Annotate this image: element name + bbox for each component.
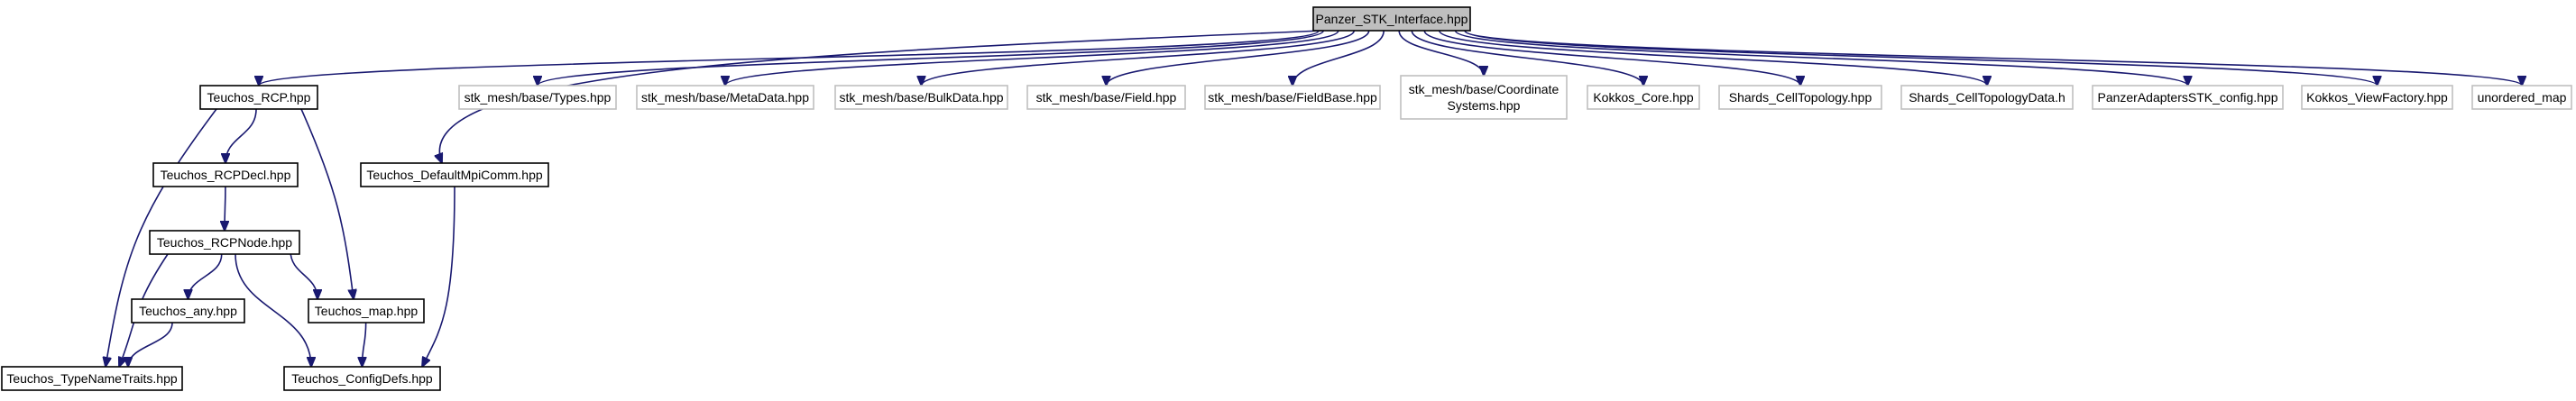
node-kokkoscore: Kokkos_Core.hpp (1587, 85, 1700, 110)
node-label-configdefs: Teuchos_ConfigDefs.hpp (291, 371, 433, 386)
node-box-stkconfig (2092, 85, 2284, 110)
node-celltopo: Shards_CellTopology.hpp (1718, 85, 1882, 110)
edge-rcp-to-typenametraits (106, 108, 217, 367)
edge-root-to-fieldbase (1293, 30, 1385, 86)
edge-rcpnode-to-any (189, 253, 223, 299)
node-box-rcp (199, 85, 318, 110)
node-box-configdefs (283, 366, 441, 391)
node-label-coordsys-line1: stk_mesh/base/Coordinate (1409, 82, 1559, 96)
edge-map-to-configdefs (363, 322, 366, 367)
node-label-stkconfig: PanzerAdaptersSTK_config.hpp (2097, 90, 2277, 105)
node-box-metadata (636, 85, 814, 110)
edge-rcpnode-to-map (290, 250, 317, 299)
node-box-any (131, 298, 245, 324)
node-box-types (458, 85, 617, 110)
node-label-metadata: stk_mesh/base/MetaData.hpp (641, 90, 809, 105)
node-rcpdecl[interactable]: Teuchos_RCPDecl.hpp (152, 162, 299, 187)
edge-root-to-metadata (725, 30, 1339, 86)
node-field: stk_mesh/base/Field.hpp (1026, 85, 1186, 110)
node-box-celltopodata (1900, 85, 2074, 110)
node-label-bulkdata: stk_mesh/base/BulkData.hpp (839, 90, 1003, 105)
node-box-map (308, 298, 425, 324)
edge-any-to-typenametraits (128, 322, 173, 367)
node-celltopodata: Shards_CellTopologyData.h (1900, 85, 2074, 110)
node-box-celltopo (1718, 85, 1882, 110)
node-typenametraits[interactable]: Teuchos_TypeNameTraits.hpp (1, 366, 183, 391)
node-label-typenametraits: Teuchos_TypeNameTraits.hpp (6, 371, 178, 386)
node-metadata: stk_mesh/base/MetaData.hpp (636, 85, 814, 110)
node-box-viewfactory (2301, 85, 2453, 110)
node-label-kokkoscore: Kokkos_Core.hpp (1593, 90, 1694, 105)
edge-rcp-to-rcpdecl (225, 108, 257, 163)
edge-root-to-celltopo (1423, 30, 1800, 86)
edge-root-to-coordsys (1398, 30, 1484, 76)
node-map[interactable]: Teuchos_map.hpp (308, 298, 425, 324)
node-types: stk_mesh/base/Types.hpp (458, 85, 617, 110)
node-label-fieldbase: stk_mesh/base/FieldBase.hpp (1208, 90, 1377, 105)
node-label-field: stk_mesh/base/Field.hpp (1036, 90, 1177, 105)
node-box-field (1026, 85, 1186, 110)
node-label-types: stk_mesh/base/Types.hpp (465, 90, 612, 105)
edge-root-to-bulkdata (922, 30, 1356, 86)
node-box-mpicomm (360, 162, 549, 187)
edges-layer (106, 30, 2522, 367)
node-label-coordsys-line2: Systems.hpp (1448, 98, 1521, 113)
node-label-rcpnode: Teuchos_RCPNode.hpp (157, 235, 292, 250)
node-viewfactory: Kokkos_ViewFactory.hpp (2301, 85, 2453, 110)
node-label-root: Panzer_STK_Interface.hpp (1316, 12, 1468, 26)
node-label-viewfactory: Kokkos_ViewFactory.hpp (2306, 90, 2448, 105)
edge-root-to-stkconfig (1454, 30, 2188, 86)
edge-root-to-mpicomm (439, 30, 1323, 163)
node-unorderedmap: unordered_map (2471, 85, 2572, 110)
node-rcpnode[interactable]: Teuchos_RCPNode.hpp (149, 230, 300, 255)
node-label-any: Teuchos_any.hpp (139, 304, 237, 318)
node-label-celltopodata: Shards_CellTopologyData.h (1909, 90, 2065, 105)
node-label-unorderedmap: unordered_map (2478, 90, 2567, 105)
edge-rcp-to-map (300, 108, 354, 299)
edge-root-to-rcp (259, 30, 1320, 86)
edge-rcpnode-to-configdefs (235, 253, 311, 367)
node-label-celltopo: Shards_CellTopology.hpp (1729, 90, 1872, 105)
node-label-rcp: Teuchos_RCP.hpp (207, 90, 311, 105)
node-box-kokkoscore (1587, 85, 1700, 110)
node-box-bulkdata (834, 85, 1008, 110)
node-box-rcpdecl (152, 162, 299, 187)
edge-root-to-kokkoscore (1411, 30, 1643, 86)
edge-root-to-types (538, 30, 1325, 86)
node-stkconfig: PanzerAdaptersSTK_config.hpp (2092, 85, 2284, 110)
node-rcp[interactable]: Teuchos_RCP.hpp (199, 85, 318, 110)
node-label-rcpdecl: Teuchos_RCPDecl.hpp (161, 168, 291, 182)
node-mpicomm[interactable]: Teuchos_DefaultMpiComm.hpp (360, 162, 549, 187)
node-label-mpicomm: Teuchos_DefaultMpiComm.hpp (366, 168, 543, 182)
node-fieldbase: stk_mesh/base/FieldBase.hpp (1204, 85, 1381, 110)
node-box-coordsys (1400, 75, 1568, 120)
edge-mpicomm-to-configdefs (422, 186, 455, 367)
node-box-unorderedmap (2471, 85, 2572, 110)
node-box-typenametraits (1, 366, 183, 391)
node-box-rcpnode (149, 230, 300, 255)
node-any[interactable]: Teuchos_any.hpp (131, 298, 245, 324)
node-bulkdata: stk_mesh/base/BulkData.hpp (834, 85, 1008, 110)
node-configdefs[interactable]: Teuchos_ConfigDefs.hpp (283, 366, 441, 391)
node-box-root (1312, 6, 1471, 32)
node-root: Panzer_STK_Interface.hpp (1312, 6, 1471, 32)
edge-root-to-celltopodata (1439, 30, 1987, 86)
edge-root-to-unorderedmap (1464, 30, 2522, 86)
node-label-map: Teuchos_map.hpp (315, 304, 419, 318)
edge-root-to-field (1107, 30, 1370, 86)
edge-root-to-viewfactory (1464, 30, 2378, 86)
node-box-fieldbase (1204, 85, 1381, 110)
